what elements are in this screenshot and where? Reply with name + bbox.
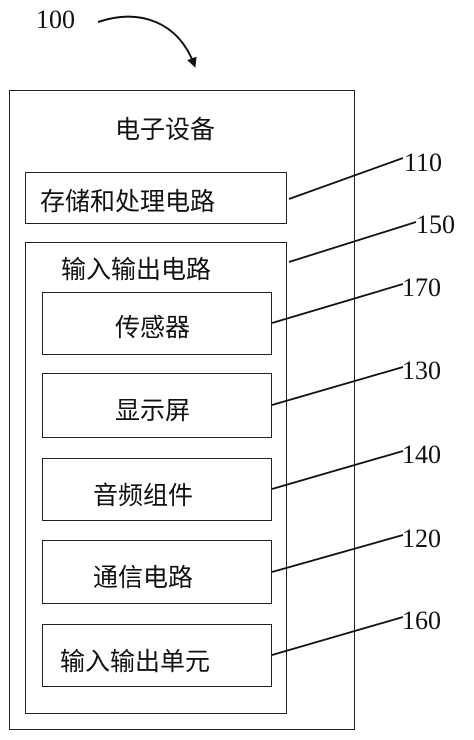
storage-ref: 110	[404, 148, 443, 177]
io-unit-label: 输入输出单元	[60, 647, 211, 676]
audio-box	[42, 458, 272, 521]
storage-box	[25, 172, 287, 224]
comm-ref: 120	[402, 524, 441, 553]
io-circuit-ref: 150	[416, 210, 455, 239]
sensor-box	[42, 292, 272, 355]
audio-label: 音频组件	[93, 481, 194, 510]
figure-arrow	[97, 15, 197, 68]
sensor-label: 传感器	[115, 313, 191, 342]
io-circuit-label: 输入输出电路	[61, 255, 212, 284]
display-label: 显示屏	[115, 396, 191, 425]
figure-ref-label: 100	[36, 5, 75, 34]
comm-label: 通信电路	[93, 563, 194, 592]
sensor-ref: 170	[402, 273, 441, 302]
comm-box	[42, 540, 272, 604]
display-box	[42, 373, 272, 438]
audio-ref: 140	[402, 440, 441, 469]
io-unit-box	[42, 624, 272, 687]
storage-label: 存储和处理电路	[40, 187, 216, 216]
display-ref: 130	[402, 356, 441, 385]
device-title: 电子设备	[115, 115, 216, 144]
io-unit-ref: 160	[402, 606, 441, 635]
